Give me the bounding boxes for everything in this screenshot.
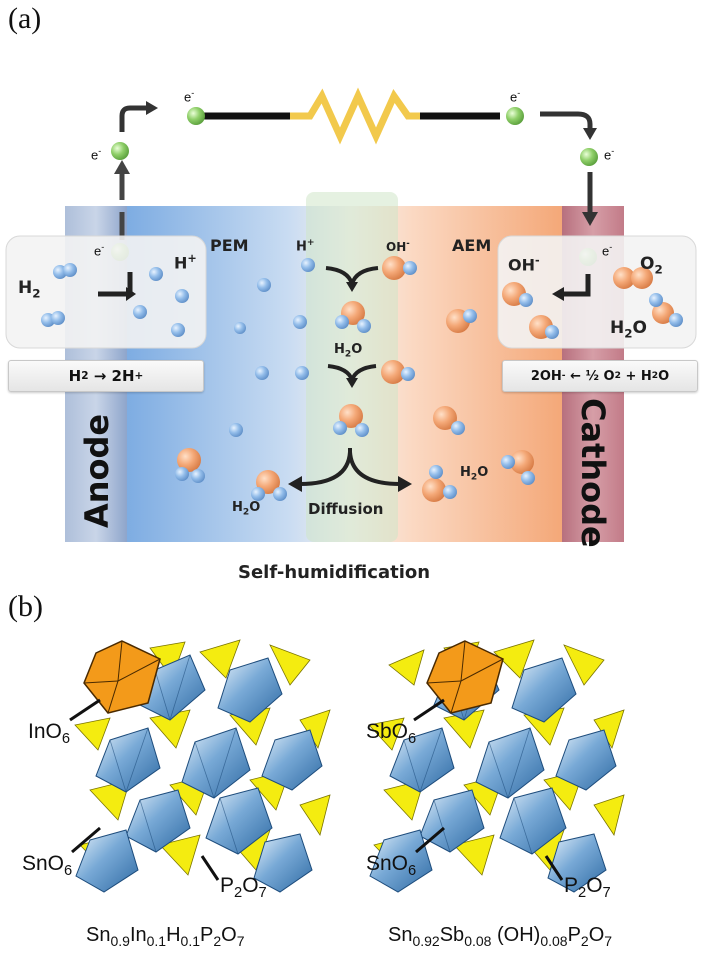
cathode-label: Cathode xyxy=(574,398,612,548)
h2-molecules xyxy=(41,258,315,437)
electron-label: e- xyxy=(91,146,102,163)
electron-label: e- xyxy=(604,146,615,163)
sno6-label-right: SnO6 xyxy=(366,852,417,880)
leader-lines xyxy=(69,698,564,881)
h2-label: H2 xyxy=(18,278,41,301)
p2o7-label-right: P2O7 xyxy=(564,874,611,902)
aem-label: AEM xyxy=(452,236,492,255)
external-circuit xyxy=(114,87,598,240)
dopant-octahedron-right xyxy=(426,640,504,714)
formula-right: Sn0.92Sb0.08 (OH)0.08P2O7 xyxy=(388,924,613,949)
formula-left: Sn0.9In0.1H0.1P2O7 xyxy=(86,924,245,949)
electron-label: e- xyxy=(510,88,521,105)
h2o-label: H2O xyxy=(232,500,261,518)
lattice-left xyxy=(74,639,331,893)
ino6-label: InO6 xyxy=(28,720,71,748)
oh-minus-label: OH- xyxy=(508,254,540,275)
self-humidification-caption: Self-humidification xyxy=(238,562,431,583)
electron-label: e- xyxy=(94,242,105,259)
panel-a-label: (a) xyxy=(8,2,42,35)
electron-label: e- xyxy=(184,88,195,105)
crystal-structures xyxy=(74,639,331,893)
sbo6-label: SbO6 xyxy=(366,720,417,748)
resistor xyxy=(290,87,420,145)
anode-label: Anode xyxy=(78,413,116,528)
electron-label: e- xyxy=(602,242,613,259)
pem-label: PEM xyxy=(210,236,249,255)
h2o-label: H2O xyxy=(460,465,489,483)
dopant-octahedron-left xyxy=(83,640,161,714)
panel-b-label: (b) xyxy=(8,590,43,623)
h2o-label: H2O xyxy=(610,318,647,341)
water-label: H2O xyxy=(334,342,363,360)
cathode-reaction-box xyxy=(497,235,697,349)
hydroxide-label: OH- xyxy=(386,238,410,254)
diffusion-label: Diffusion xyxy=(308,500,384,518)
oh-water-molecules xyxy=(175,256,683,502)
h-plus-label: H+ xyxy=(174,252,197,273)
proton-label: H+ xyxy=(296,238,315,255)
diffusion-zone xyxy=(306,192,398,542)
p2o7-label-left: P2O7 xyxy=(220,874,267,902)
sno6-label-left: SnO6 xyxy=(22,852,73,880)
o2-label: O2 xyxy=(640,254,663,277)
